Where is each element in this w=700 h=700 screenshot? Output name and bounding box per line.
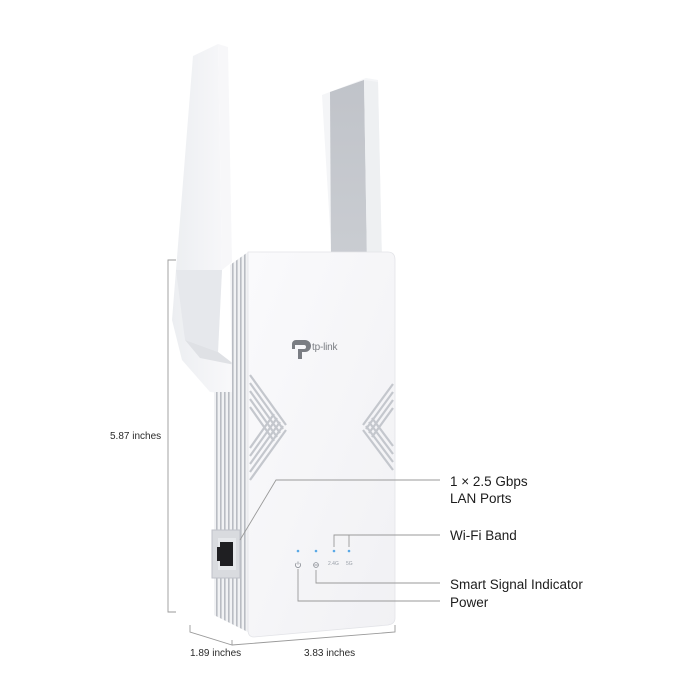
callout-smart-signal: Smart Signal Indicator (450, 577, 583, 592)
left-vent (249, 374, 287, 481)
tp-link-logo-icon (292, 340, 311, 359)
led-label-5g: 5G (346, 561, 353, 567)
left-antenna (172, 44, 235, 394)
right-antenna (322, 78, 382, 262)
right-vent (362, 383, 394, 471)
power-icon (295, 561, 301, 568)
dimension-width: 3.83 inches (304, 648, 356, 659)
dimension-depth: 1.89 inches (190, 648, 242, 659)
lan-port (211, 529, 241, 579)
callout-lan-line1: 1 × 2.5 Gbps (450, 474, 528, 489)
signal-icon (313, 562, 319, 568)
dimension-height: 5.87 inches (110, 431, 162, 442)
led-indicators (296, 549, 351, 553)
front-panel (247, 251, 396, 638)
callout-power: Power (450, 595, 489, 610)
brand-wordmark: tp-link (312, 342, 338, 353)
callout-wifi-band: Wi-Fi Band (450, 528, 517, 543)
led-label-2g: 2.4G (328, 561, 339, 567)
dimension-lines (167, 259, 396, 646)
callout-lines (239, 479, 440, 602)
callout-lan-line2: LAN Ports (450, 491, 512, 506)
